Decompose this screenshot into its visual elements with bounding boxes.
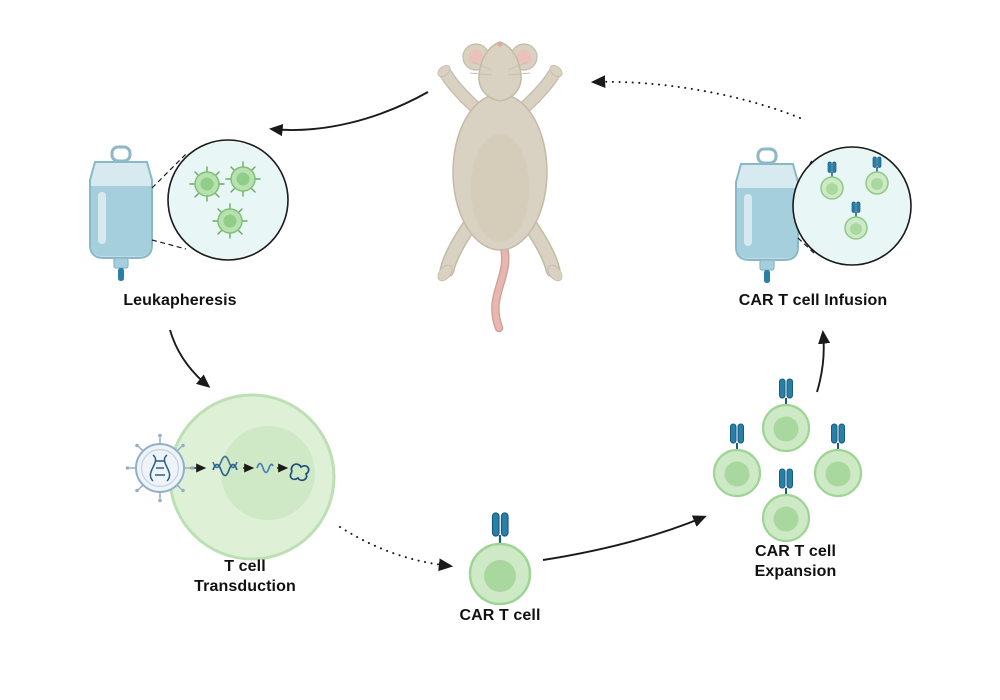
arrow-leukapheresis-to-transduction — [169, 329, 211, 388]
magnifier-lines-left — [151, 153, 187, 250]
arrow-infusion-to-mouse — [590, 75, 801, 119]
arrow-expansion-to-infusion — [816, 329, 831, 393]
flow-arrows — [169, 75, 831, 572]
label-t-cell-transduction: T cell Transduction — [165, 557, 325, 597]
magnifier-circle-car-t-cells — [792, 146, 912, 266]
virus-dna-icon — [149, 454, 171, 482]
mouse-illustration — [437, 41, 563, 333]
label-car-t-cell-expansion-line1: CAR T cell — [754, 543, 836, 560]
mouse-nose — [497, 41, 503, 47]
label-t-cell-transduction-line1: T cell — [224, 558, 266, 575]
leukapheresis-bag-icon — [89, 145, 153, 281]
arrow-mouse-to-leukapheresis — [268, 91, 429, 137]
label-car-t-cell-expansion: CAR T cell Expansion — [713, 542, 878, 582]
car-t-cell-icon — [468, 512, 532, 606]
label-t-cell-transduction-line2: Transduction — [194, 578, 296, 595]
label-car-t-cell-expansion-line2: Expansion — [754, 563, 837, 580]
label-leukapheresis: Leukapheresis — [123, 292, 237, 309]
arrow-transduction-to-cart — [339, 526, 454, 572]
viral-vector-icon — [125, 433, 195, 503]
label-car-t-cell: CAR T cell — [459, 607, 541, 624]
infusion-bag-icon — [735, 147, 799, 283]
magnifier-circle-t-cells — [167, 139, 289, 261]
label-car-t-cell-infusion: CAR T cell Infusion — [738, 292, 888, 309]
expansion-cells-icon — [712, 378, 863, 543]
arrow-cart-to-expansion — [542, 515, 707, 561]
transduced-t-cell-icon — [168, 393, 336, 561]
